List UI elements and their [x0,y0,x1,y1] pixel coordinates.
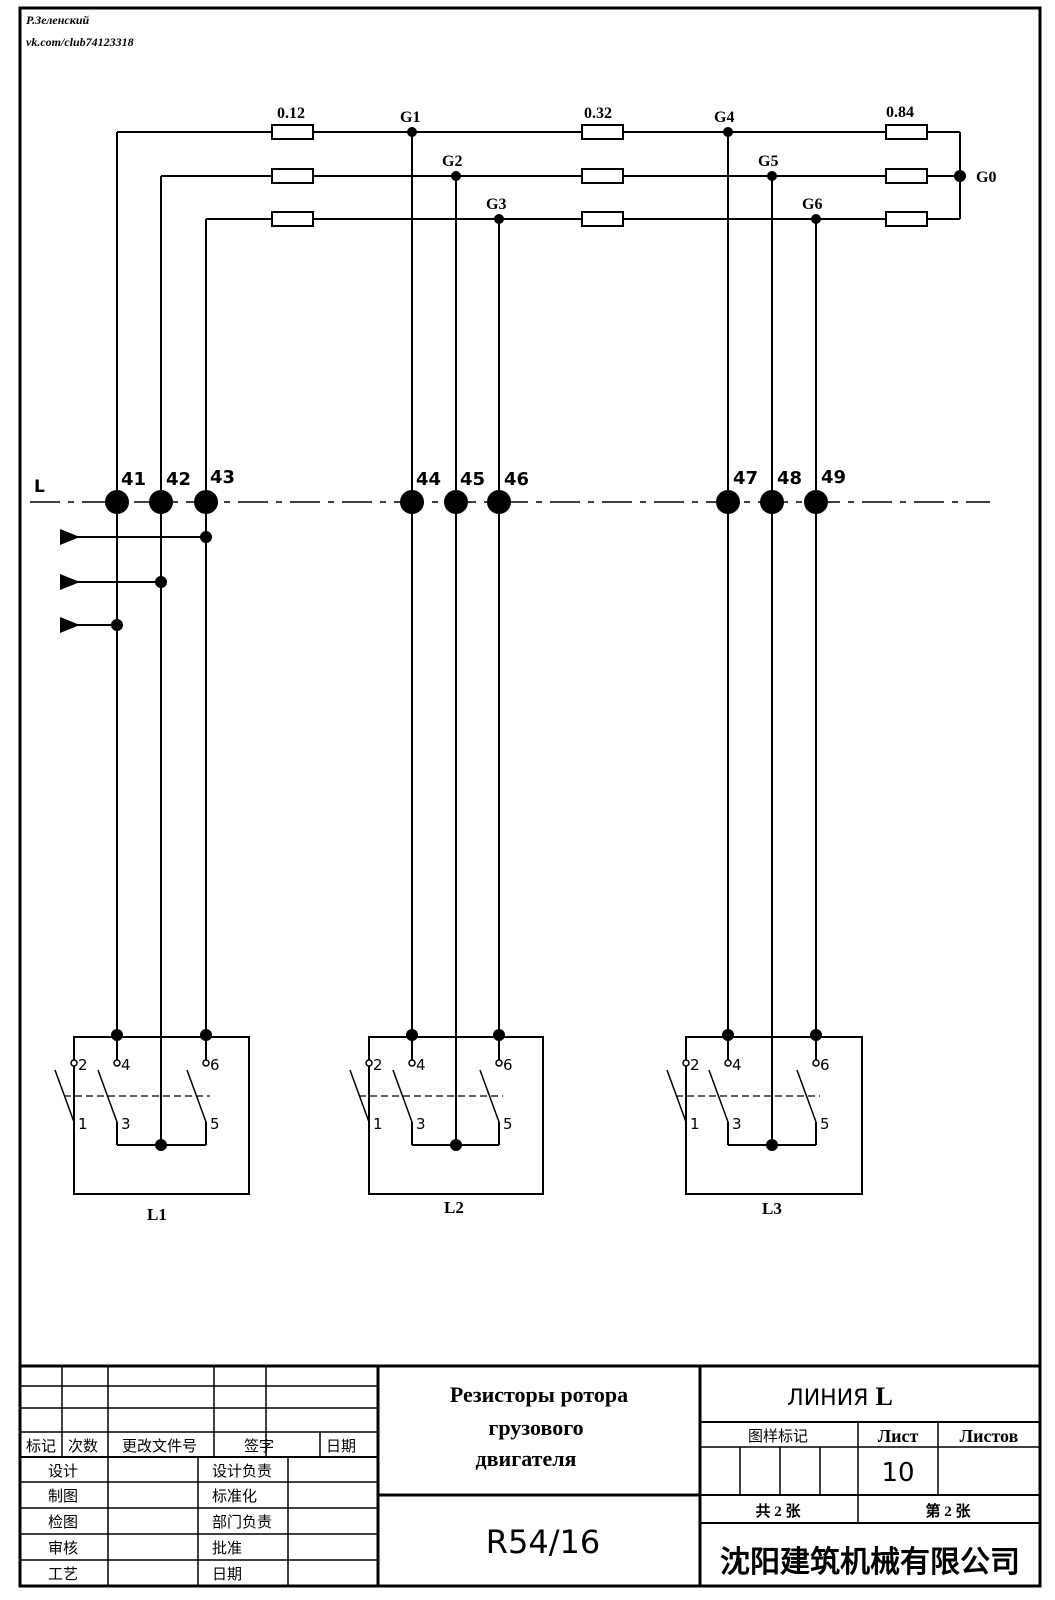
role-approve: 批准 [212,1540,242,1557]
l2-pin-2: 2 [373,1056,383,1074]
sheet-number: 10 [881,1458,914,1488]
terminal-43: 43 [210,467,235,488]
resistor-3-3 [885,211,928,227]
rev-col-date: 日期 [326,1438,356,1455]
l1-pin-4: 4 [121,1056,131,1074]
contactor-l1: 2 4 6 1 3 5 L1 [54,1029,250,1224]
role-date: 日期 [212,1566,242,1583]
rev-col-mark: 标记 [26,1438,56,1455]
l1-pin-1: 1 [78,1115,88,1133]
line-bus: L 41 42 43 44 45 46 47 48 49 [30,467,990,514]
resistor-2-3 [885,168,928,184]
l1-pin-2: 2 [78,1056,88,1074]
resistor-value-3: 0.84 [886,104,914,121]
bus-label: L [34,477,45,497]
line-name: ЛИНИЯ L [787,1382,893,1411]
resistor-2-1 [271,168,314,184]
l2-pin-5: 5 [503,1115,513,1133]
node-label-g1: G1 [400,109,420,126]
role-check: 检图 [48,1514,78,1531]
rev-col-count: 次数 [68,1438,98,1455]
resistor-2-2 [581,168,624,184]
l1-pin-5: 5 [210,1115,220,1133]
drawing-mark-label: 图样标记 [748,1428,808,1445]
role-design-lead: 设计负责 [212,1463,272,1480]
role-standard: 标准化 [212,1488,257,1505]
resistor-1-2 [581,124,624,140]
l3-pin-4: 4 [732,1056,742,1074]
contactor-label-l1: L1 [147,1205,167,1224]
l2-pin-4: 4 [416,1056,426,1074]
l3-pin-3: 3 [732,1115,742,1133]
drawing-frame [18,6,1042,1588]
company-name: 沈阳建筑机械有限公司 [720,1545,1020,1579]
sheet-label: Лист [878,1426,919,1446]
terminal-41: 41 [121,469,146,490]
drawing-number: R54/16 [486,1523,600,1561]
terminal-48: 48 [777,468,802,489]
resistor-3-1 [271,211,314,227]
resistor-3-2 [581,211,624,227]
node-label-g0: G0 [976,169,996,186]
sheets-label: Листов [960,1426,1019,1446]
role-draft: 制图 [48,1488,78,1505]
resistor-network: 0.12 0.32 0.84 G1 G2 G3 G4 G5 G6 G0 [116,104,996,505]
contactor-label-l3: L3 [762,1199,782,1218]
rev-col-sign: 签字 [244,1438,274,1455]
node-label-g4: G4 [714,109,734,126]
resistor-value-2: 0.32 [584,105,612,122]
author-name: Р.Зеленский [26,13,89,27]
l3-pin-2: 2 [690,1056,700,1074]
l2-pin-3: 3 [416,1115,426,1133]
sheet-of: 第 2 张 [925,1502,971,1520]
terminal-45: 45 [460,469,485,490]
terminal-42: 42 [166,469,191,490]
resistor-1-3 [885,124,928,140]
revision-grid: 标记 次数 更改文件号 签字 日期 设计 制图 检图 审核 工艺 设计负责 标准… [20,1366,378,1586]
drawing-title-line1: Резисторы ротора [450,1382,628,1407]
node-label-g3: G3 [486,196,506,213]
l2-pin-6: 6 [503,1056,513,1074]
role-review: 审核 [48,1540,78,1557]
l1-pin-6: 6 [210,1056,220,1074]
input-arrows [60,529,212,633]
role-design: 设计 [48,1463,78,1480]
l3-pin-5: 5 [820,1115,830,1133]
l3-pin-6: 6 [820,1056,830,1074]
node-label-g5: G5 [758,153,778,170]
terminal-46: 46 [504,469,529,490]
drawing-title-line3: двигателя [476,1446,577,1471]
terminal-47: 47 [733,468,758,489]
total-sheets: 共 2 张 [755,1503,801,1520]
feeder-wires [116,132,817,1145]
author-link: vk.com/club74123318 [26,35,134,49]
resistor-value-1: 0.12 [277,105,305,122]
drawing-title-line2: грузового [488,1415,583,1440]
role-dept-lead: 部门负责 [212,1514,272,1531]
terminal-49: 49 [821,467,846,488]
l1-pin-3: 3 [121,1115,131,1133]
node-label-g2: G2 [442,153,462,170]
l2-pin-1: 1 [373,1115,383,1133]
node-label-g6: G6 [802,196,822,213]
l3-pin-1: 1 [690,1115,700,1133]
contactor-l3: 2 4 6 1 3 5 L3 [666,1029,863,1218]
contactor-label-l2: L2 [444,1198,464,1217]
title-block: 标记 次数 更改文件号 签字 日期 设计 制图 检图 审核 工艺 设计负责 标准… [20,1364,1040,1586]
rev-col-doc: 更改文件号 [122,1438,197,1455]
contactor-l2: 2 4 6 1 3 5 L2 [349,1029,544,1217]
resistor-1-1 [271,124,314,140]
role-process: 工艺 [48,1566,78,1583]
terminal-44: 44 [416,469,441,490]
